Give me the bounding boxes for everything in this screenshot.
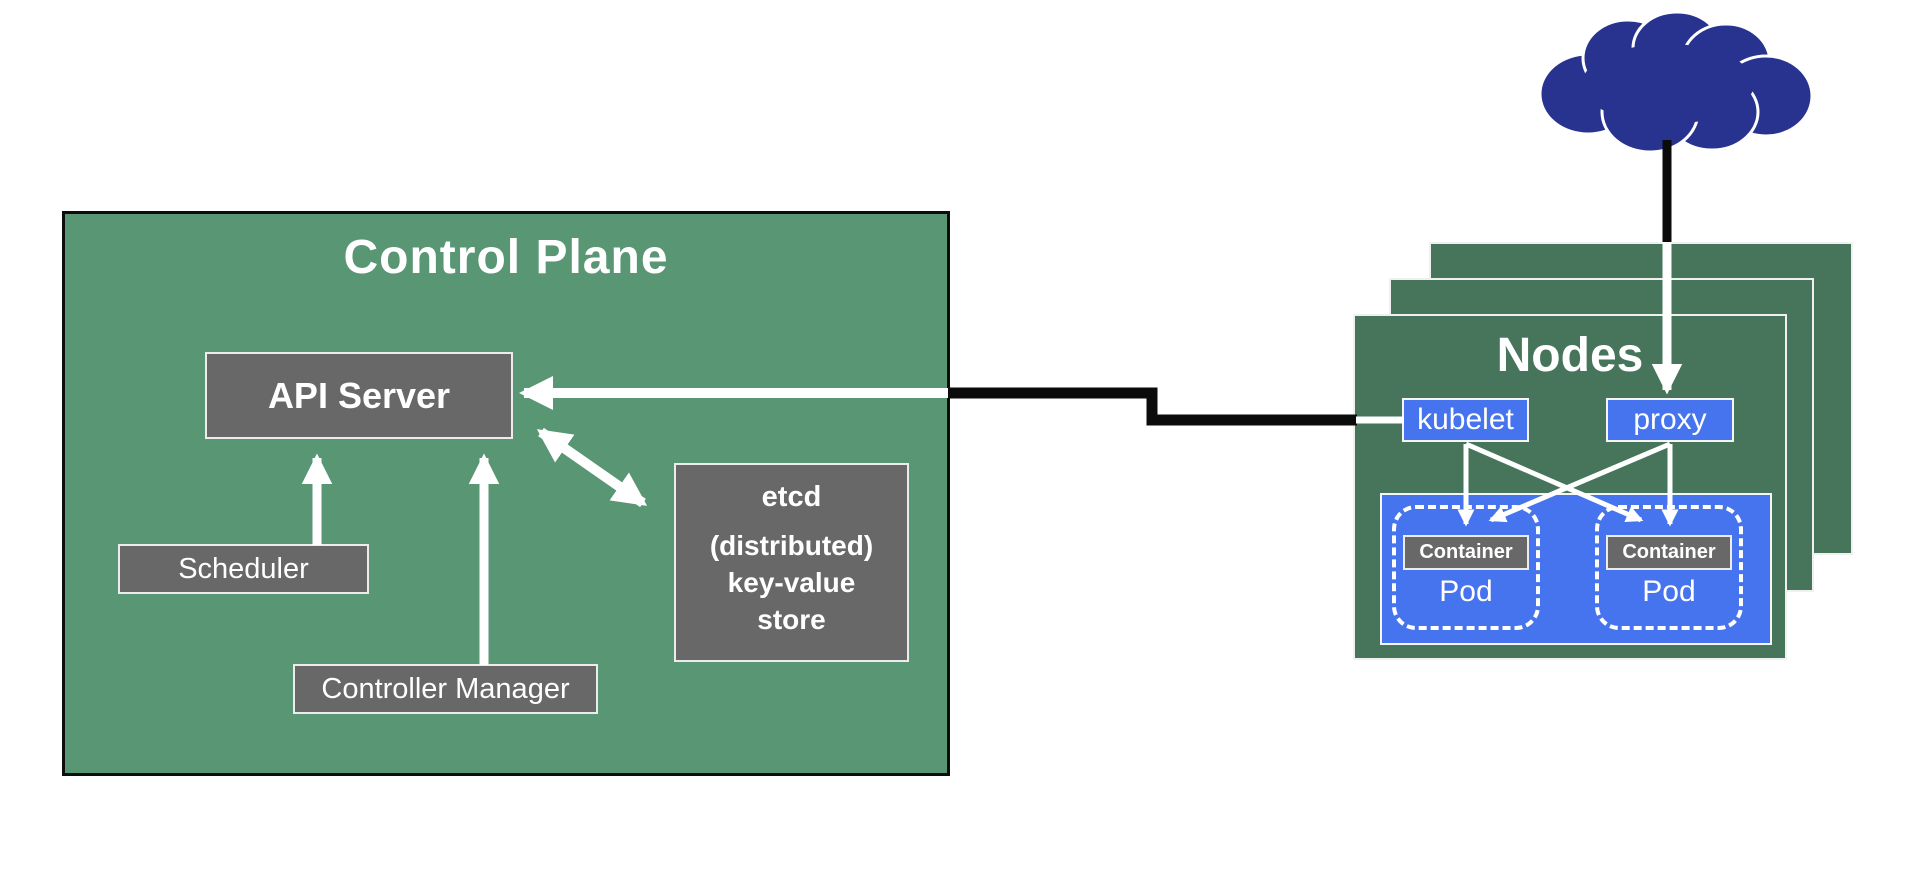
- etcd-desc-line-1: (distributed): [709, 530, 874, 561]
- scheduler-label: Scheduler: [178, 552, 309, 585]
- controller-manager-label: Controller Manager: [321, 672, 570, 705]
- internet-cloud-icon: [1538, 10, 1814, 154]
- pod-2-container-box: Container: [1606, 535, 1732, 570]
- pod-1-label: Pod: [1439, 575, 1493, 608]
- etcd-box: etcd (distributed) key-value store: [674, 463, 909, 662]
- pod-2-container-label: Container: [1622, 541, 1716, 563]
- kubelet-label: kubelet: [1417, 403, 1514, 436]
- pod-1-container-box: Container: [1403, 535, 1529, 570]
- etcd-desc-line-3: store: [757, 604, 826, 635]
- etcd-description: (distributed) key-value store: [710, 527, 873, 638]
- control-plane-box: Control Plane API Server Scheduler Contr…: [62, 211, 950, 776]
- pod-1: Container Pod: [1392, 505, 1540, 630]
- kubelet-box: kubelet: [1402, 398, 1529, 442]
- api-server-box: API Server: [205, 352, 513, 439]
- pod-2: Container Pod: [1595, 505, 1743, 630]
- node-box: Nodes kubelet proxy Container Pod Contai…: [1353, 314, 1787, 660]
- control-plane-to-node-connector: [950, 387, 1357, 426]
- pod-1-container-label: Container: [1419, 541, 1513, 563]
- api-server-label: API Server: [267, 374, 451, 416]
- controller-manager-box: Controller Manager: [293, 664, 598, 714]
- proxy-label: proxy: [1633, 403, 1707, 436]
- scheduler-box: Scheduler: [118, 544, 369, 594]
- pod-2-label: Pod: [1642, 575, 1696, 608]
- etcd-label: etcd: [761, 481, 822, 513]
- nodes-title: Nodes: [1496, 329, 1644, 382]
- pods-area: Container Pod Container Pod: [1380, 493, 1772, 645]
- control-plane-title: Control Plane: [343, 231, 669, 284]
- proxy-box: proxy: [1606, 398, 1734, 442]
- etcd-desc-line-2: key-value: [727, 567, 856, 598]
